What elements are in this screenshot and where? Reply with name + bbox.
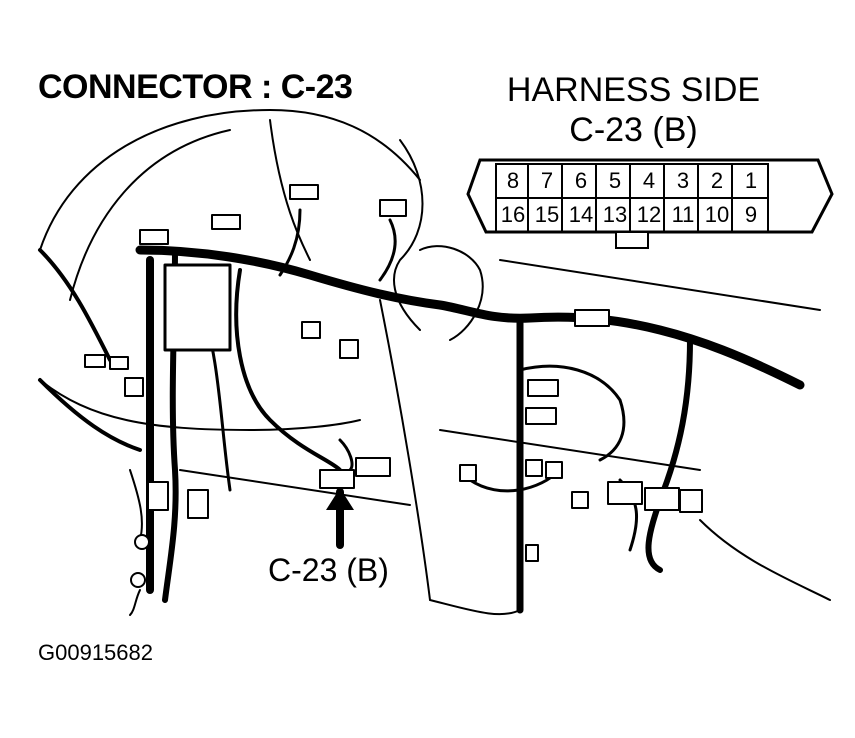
harness-side-heading: HARNESS SIDE C-23 (B) xyxy=(496,70,771,150)
pin-14: 14 xyxy=(568,202,594,227)
pin-10: 10 xyxy=(704,202,730,227)
pin-11: 11 xyxy=(671,202,695,227)
pin-16: 16 xyxy=(500,202,526,227)
pin-1: 1 xyxy=(744,168,758,193)
pin-9: 9 xyxy=(744,202,758,227)
pin-6: 6 xyxy=(574,168,588,193)
pin-15: 15 xyxy=(534,202,560,227)
harness-connector-label: C-23 (B) xyxy=(569,111,698,149)
connector-callout-label: C-23 (B) xyxy=(268,552,389,588)
pin-2: 2 xyxy=(710,168,724,193)
pin-8: 8 xyxy=(506,168,520,193)
connector-outline xyxy=(466,158,834,249)
pin-5: 5 xyxy=(608,168,622,193)
pin-3: 3 xyxy=(676,168,690,193)
connector-pinout: 8 7 6 5 4 3 2 1 16 15 14 13 12 11 10 9 xyxy=(466,158,834,254)
connector-title: CONNECTOR : C-23 xyxy=(38,68,353,106)
pin-12: 12 xyxy=(636,202,662,227)
figure-id: G00915682 xyxy=(38,640,153,665)
pin-13: 13 xyxy=(602,202,628,227)
harness-side-label: HARNESS SIDE xyxy=(506,71,761,109)
pin-4: 4 xyxy=(642,168,656,193)
pin-7: 7 xyxy=(540,168,554,193)
